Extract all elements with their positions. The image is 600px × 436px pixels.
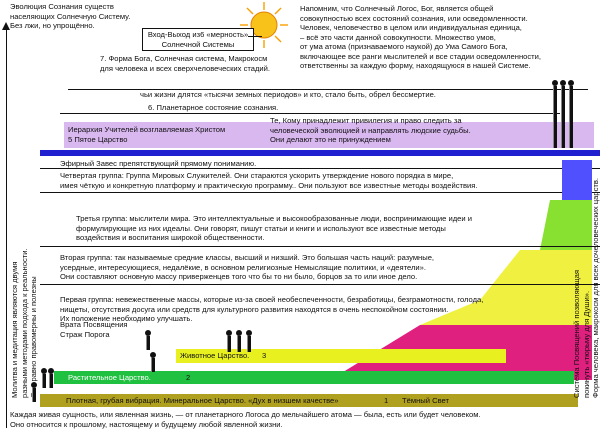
pillar-icon: [226, 330, 232, 352]
animal-text: Животное Царство.: [180, 351, 250, 360]
line-group-2: [40, 284, 600, 285]
mineral-band: [40, 394, 578, 407]
pillar-icon: [552, 80, 558, 148]
animal-number: 3: [262, 351, 267, 360]
line-group-4: [40, 192, 600, 193]
hierarchy-text: Иерархия Учителей возглавляемая Христом …: [68, 125, 226, 144]
pillar-icon: [568, 80, 574, 148]
group-4-text: Четвертая группа: Группа Мировых Служите…: [60, 171, 478, 190]
line-level-6: [60, 113, 560, 114]
pillar-icon: [31, 382, 37, 402]
mineral-text: Плотная, грубая вибрация. Минеральное Ца…: [66, 396, 339, 405]
privileged-text: Те, Кому принадлежит привилегия и право …: [270, 116, 471, 144]
right-vertical-text: Система Посвящений позволяющая покинуть …: [572, 177, 600, 398]
gates-text: Врата Посвящения Страж Порога: [60, 320, 128, 339]
axis-vertical: [6, 28, 7, 428]
hierarchy-band: [64, 122, 594, 148]
axis-arrow-icon: [2, 22, 10, 30]
group-3-text: Третья группа: мыслители мира. Это интел…: [76, 214, 472, 242]
gate-connector: [248, 36, 262, 37]
ether-text: Эфирный Завес препятствующий прямому пон…: [60, 159, 257, 168]
sun-icon: [240, 2, 288, 48]
plant-number: 2: [186, 373, 191, 382]
pillar-icon: [236, 330, 242, 352]
pillar-icon: [41, 368, 47, 388]
dark-light-text: Тёмный Свет: [402, 396, 449, 405]
group-1-text: Первая группа: невежественные массы, кот…: [60, 295, 484, 323]
level-6-text: 6. Планетарное состояние сознания.: [148, 103, 279, 112]
gate-label: Вход-Выход из6 «мерность» Солнечной Сист…: [142, 28, 254, 51]
pillar-icon: [48, 368, 54, 388]
logos-description: Напомним, что Солнечный Логос, Бог, явля…: [300, 4, 542, 70]
line-group-3: [40, 246, 600, 247]
left-vertical-text: Молитва и медитация являются двумя разны…: [10, 248, 38, 398]
line-earth-periods: [68, 89, 588, 90]
pillar-icon: [246, 330, 252, 352]
line-ether: [40, 168, 600, 169]
pillar-icon: [145, 330, 151, 350]
mineral-number: 1: [384, 396, 389, 405]
pillar-icon: [560, 80, 566, 148]
pillar-icon: [150, 352, 156, 372]
ether-band: [40, 150, 600, 156]
bottom-text: Каждая живая сущность, или явленная жизн…: [10, 410, 481, 429]
title-text: Эволюция Сознания существ населяющих Сол…: [10, 2, 131, 30]
earth-periods-text: чьи жизни длятся «тысячи земных периодов…: [140, 90, 436, 99]
group-2-text: Вторая группа: так называемые средние кл…: [60, 253, 435, 281]
level-7-text: 7. Форма Бога, Солнечная система, Макрок…: [100, 54, 271, 73]
animal-band: [176, 349, 506, 363]
plant-band: [54, 371, 574, 384]
plant-text: Растительное Царство.: [68, 373, 151, 382]
